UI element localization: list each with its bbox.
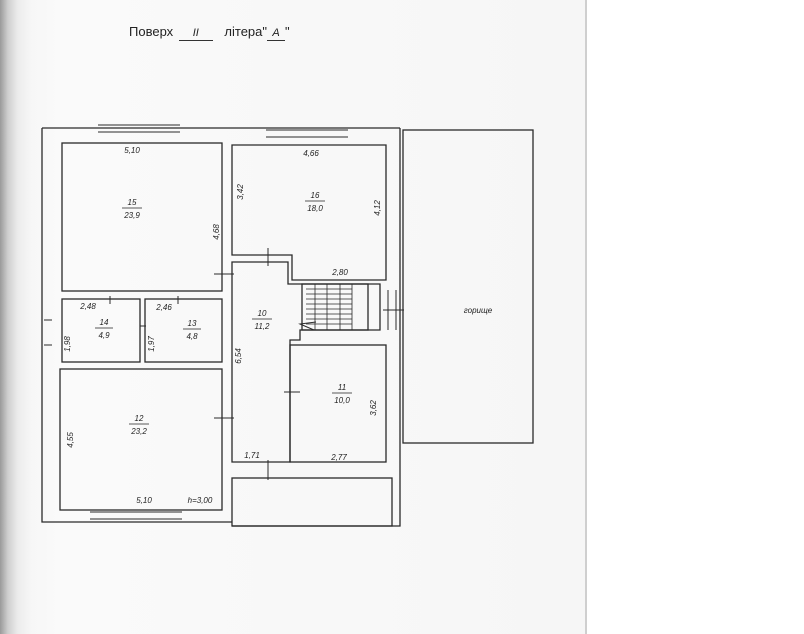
windows: [44, 124, 397, 520]
balcony-outline: [231, 477, 393, 527]
dim-r14-height: 1,98: [63, 336, 72, 352]
room-10-outline: [231, 261, 381, 463]
dim-r10-height: 6,54: [234, 348, 243, 364]
letter-label: літера: [224, 24, 263, 39]
room-16-area: 18,0: [307, 204, 323, 213]
dim-r16-bottom: 2,80: [331, 268, 348, 277]
room-13-area: 4,8: [186, 332, 198, 341]
dim-r12-height: 4,55: [66, 432, 75, 448]
room-12-outline: [59, 368, 223, 511]
dimensions: 5,10 4,68 4,66 3,42 4,12 2,80 2,48 1,98 …: [63, 146, 382, 505]
room-12-label: 12 23,2: [129, 414, 149, 436]
dim-r11-bottom: 2,77: [330, 453, 347, 462]
stair-arrow: [298, 321, 317, 331]
dim-r10-bottom: 1,71: [244, 451, 260, 460]
room-15-outline: [61, 142, 223, 292]
room-11-label: 11 10,0: [332, 383, 352, 405]
floor-value: II: [178, 27, 213, 41]
outer-wall: [41, 127, 401, 527]
room-16-outline: [231, 144, 387, 281]
dim-r13-width: 2,46: [155, 303, 172, 312]
dim-r16-width: 4,66: [303, 149, 319, 158]
room-10-label: 10 11,2: [252, 309, 272, 331]
door-marks: [109, 248, 404, 480]
room-10-number: 10: [258, 309, 267, 318]
room-13-label: 13 4,8: [183, 319, 201, 341]
room-11-outline: [289, 344, 387, 463]
room-14-label: 14 4,9: [95, 318, 113, 340]
floor-plan: 15 23,9 16 18,0 14 4,9 13 4,8 10 11,2 12…: [41, 124, 534, 527]
sheet-edge: [585, 0, 587, 634]
floor-header: Поверх II літера"А": [129, 24, 290, 41]
room-16-number: 16: [311, 191, 320, 200]
attic-outline: [402, 129, 534, 444]
dim-r16-right: 4,12: [373, 200, 382, 216]
dim-r14-width: 2,48: [79, 302, 96, 311]
stair-outline: [301, 283, 369, 331]
letter-value: А: [267, 27, 286, 41]
room-11-area: 10,0: [334, 396, 350, 405]
room-14-outline: [61, 298, 141, 363]
document-sheet: [0, 0, 586, 634]
room-12-area: 23,2: [130, 427, 147, 436]
room-14-area: 4,9: [98, 331, 110, 340]
room-13-number: 13: [188, 319, 197, 328]
room-16-label: 16 18,0: [305, 191, 325, 213]
room-13-outline: [144, 298, 223, 363]
dim-r12-bottom: 5,10: [136, 496, 152, 505]
room-10-area: 11,2: [255, 322, 271, 331]
room-12-number: 12: [135, 414, 144, 423]
dim-r13-height: 1,97: [147, 336, 156, 352]
room-11-number: 11: [338, 383, 346, 392]
room-14-number: 14: [100, 318, 109, 327]
stair-treads: [306, 284, 353, 330]
attic-label: горище: [464, 306, 493, 315]
room-15-number: 15: [128, 198, 137, 207]
floor-label: Поверх: [129, 24, 174, 39]
dim-r11-right: 3,62: [369, 400, 378, 416]
dim-r15-width: 5,10: [124, 146, 140, 155]
room-15-area: 23,9: [123, 211, 140, 220]
dim-ceiling-height: h=3,00: [188, 496, 213, 505]
dim-r16-left: 3,42: [236, 184, 245, 200]
room-15-label: 15 23,9: [122, 198, 142, 220]
dim-r15-height: 4,68: [212, 224, 221, 240]
